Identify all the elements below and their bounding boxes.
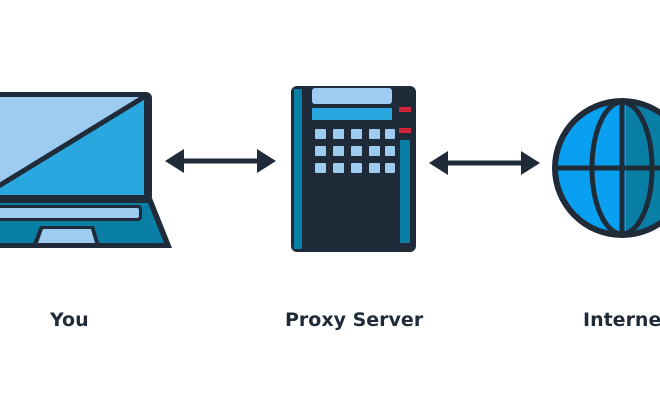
laptop-icon — [0, 92, 172, 248]
server-key — [315, 146, 326, 156]
server-led-2 — [399, 128, 411, 133]
server-key — [333, 163, 344, 173]
arrow-you-proxy — [165, 149, 276, 173]
server-key — [351, 163, 362, 173]
server-right-rail — [400, 140, 410, 243]
arrow-you-proxy-head-right — [257, 149, 276, 173]
server-key — [385, 146, 395, 156]
arrow-proxy-internet-head-right — [521, 151, 540, 175]
server-display-bar — [312, 108, 392, 120]
server-left-rail — [294, 89, 302, 249]
server-led-1 — [399, 107, 411, 112]
arrow-you-proxy-head-left — [165, 149, 184, 173]
server-key — [333, 146, 344, 156]
server-key — [351, 129, 362, 139]
server-button-grid — [315, 129, 395, 173]
server-key — [369, 146, 380, 156]
node-label-internet: Internet — [583, 309, 660, 331]
laptop-keyboard — [0, 208, 139, 218]
server-key — [315, 163, 326, 173]
arrow-proxy-internet-head-left — [429, 151, 448, 175]
laptop-screen-divider — [0, 94, 146, 189]
globe-icon — [552, 98, 660, 238]
server-key — [369, 163, 380, 173]
node-label-you: You — [50, 309, 89, 331]
server-key — [385, 163, 395, 173]
server-key — [385, 129, 395, 139]
server-key — [315, 129, 326, 139]
server-key — [369, 129, 380, 139]
laptop-trackpad — [38, 229, 95, 243]
server-key — [333, 129, 344, 139]
server-display-top — [312, 88, 392, 104]
node-label-proxy-server: Proxy Server — [285, 309, 424, 331]
server-key — [351, 146, 362, 156]
server-icon — [291, 86, 416, 252]
arrow-proxy-internet — [429, 151, 540, 175]
